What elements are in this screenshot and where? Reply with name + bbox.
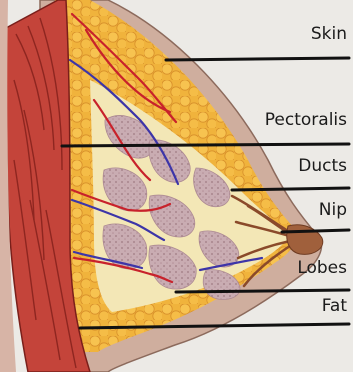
pectoralis-leader [62,144,349,146]
skin-leader [166,58,349,60]
nipple [287,225,323,255]
label-lobes: Lobes [297,258,347,278]
nip-leader [282,230,349,232]
label-ducts: Ducts [298,156,347,176]
label-pectoralis: Pectoralis [265,110,347,130]
label-nip: Nip [319,200,347,220]
ducts-leader [232,188,349,190]
label-skin: Skin [311,24,347,44]
lobes-leader [176,290,349,292]
label-fat: Fat [322,296,347,316]
